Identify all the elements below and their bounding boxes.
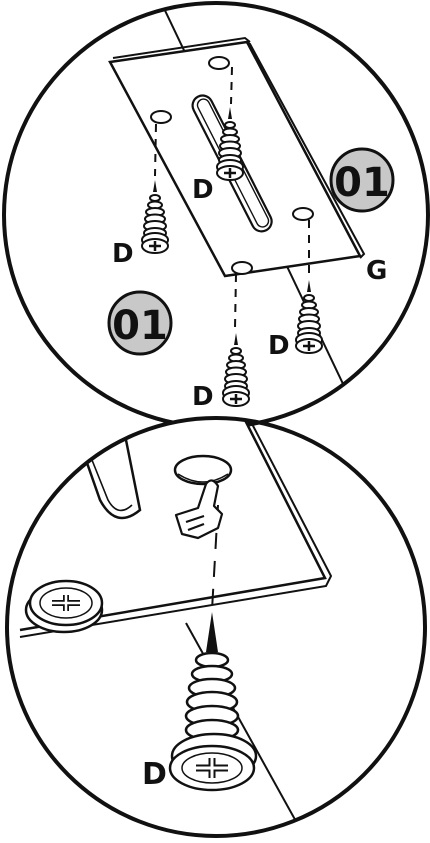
- step-badge: 01: [331, 149, 393, 211]
- part-label-d: D: [192, 382, 214, 412]
- screw-icon: [170, 612, 256, 790]
- part-label-d: D: [192, 175, 214, 205]
- plate-hole: [209, 57, 229, 69]
- plate-hole: [151, 111, 171, 123]
- screw-icon: [296, 280, 322, 353]
- part-label-d: D: [142, 757, 167, 792]
- top-detail-circle: 01 01 D D D D G: [4, 0, 428, 430]
- part-label-d: D: [112, 239, 134, 269]
- bottom-detail-circle: D: [0, 418, 425, 843]
- screw-icon: [142, 180, 168, 253]
- svg-text:01: 01: [112, 303, 168, 349]
- part-label-g: G: [366, 256, 387, 286]
- svg-text:01: 01: [334, 160, 390, 206]
- plate-hole: [232, 262, 252, 274]
- installed-screw-icon: [26, 581, 102, 632]
- part-label-d: D: [268, 331, 290, 361]
- plate-hole: [293, 208, 313, 220]
- screw-icon: [223, 333, 249, 406]
- step-badge: 01: [109, 292, 171, 354]
- plate-hole: [175, 456, 231, 484]
